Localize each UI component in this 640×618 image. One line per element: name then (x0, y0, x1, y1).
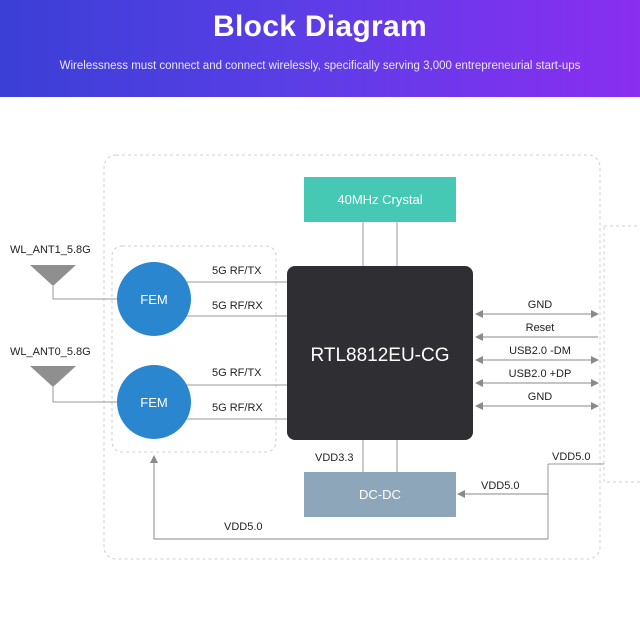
vdd5-dcdc-label: VDD5.0 (481, 480, 520, 492)
vdd33-label: VDD3.3 (315, 452, 354, 464)
rf-label-rx-1: 5G RF/RX (212, 300, 263, 312)
pin-label-usb-dm: USB2.0 -DM (509, 345, 571, 357)
rf-label-tx-0: 5G RF/TX (212, 367, 262, 379)
rf-label-tx-1: 5G RF/TX (212, 265, 262, 277)
fem-label-1: FEM (140, 292, 167, 307)
crystal-block (304, 177, 456, 222)
antenna-label-1: WL_ANT1_5.8G (10, 244, 91, 256)
vdd5-bottom-label: VDD5.0 (224, 521, 263, 533)
page-subtitle: Wirelessness must connect and connect wi… (59, 60, 581, 72)
dcdc-block (304, 472, 456, 517)
page-title: Block Diagram (213, 10, 427, 43)
antenna-line-1 (52, 286, 120, 300)
vdd5-fem-line (150, 455, 548, 540)
fem-label-0: FEM (140, 395, 167, 410)
chip-block (287, 266, 473, 440)
pin-label-gnd-bottom: GND (528, 391, 553, 403)
fem-circle-0 (117, 365, 191, 439)
antenna-line-0 (52, 387, 120, 403)
rf-label-rx-0: 5G RF/RX (212, 402, 263, 414)
antenna-label-0: WL_ANT0_5.8G (10, 346, 91, 358)
antenna-icon-0 (30, 366, 76, 387)
antenna-icon-1 (30, 265, 76, 286)
crystal-label: 40MHz Crystal (337, 192, 422, 207)
vdd5-right-label: VDD5.0 (552, 451, 591, 463)
connector-boundary (603, 225, 640, 483)
dcdc-label: DC-DC (359, 487, 401, 502)
chip-label: RTL8812EU-CG (310, 345, 449, 366)
fem-circle-1 (117, 262, 191, 336)
fem-group-boundary (111, 245, 277, 453)
pin-label-reset: Reset (526, 322, 555, 334)
module-boundary (103, 154, 601, 560)
pin-label-gnd-top: GND (528, 299, 553, 311)
header-banner: Block Diagram Wirelessness must connect … (0, 0, 640, 97)
pin-label-usb-dp: USB2.0 +DP (509, 368, 572, 380)
